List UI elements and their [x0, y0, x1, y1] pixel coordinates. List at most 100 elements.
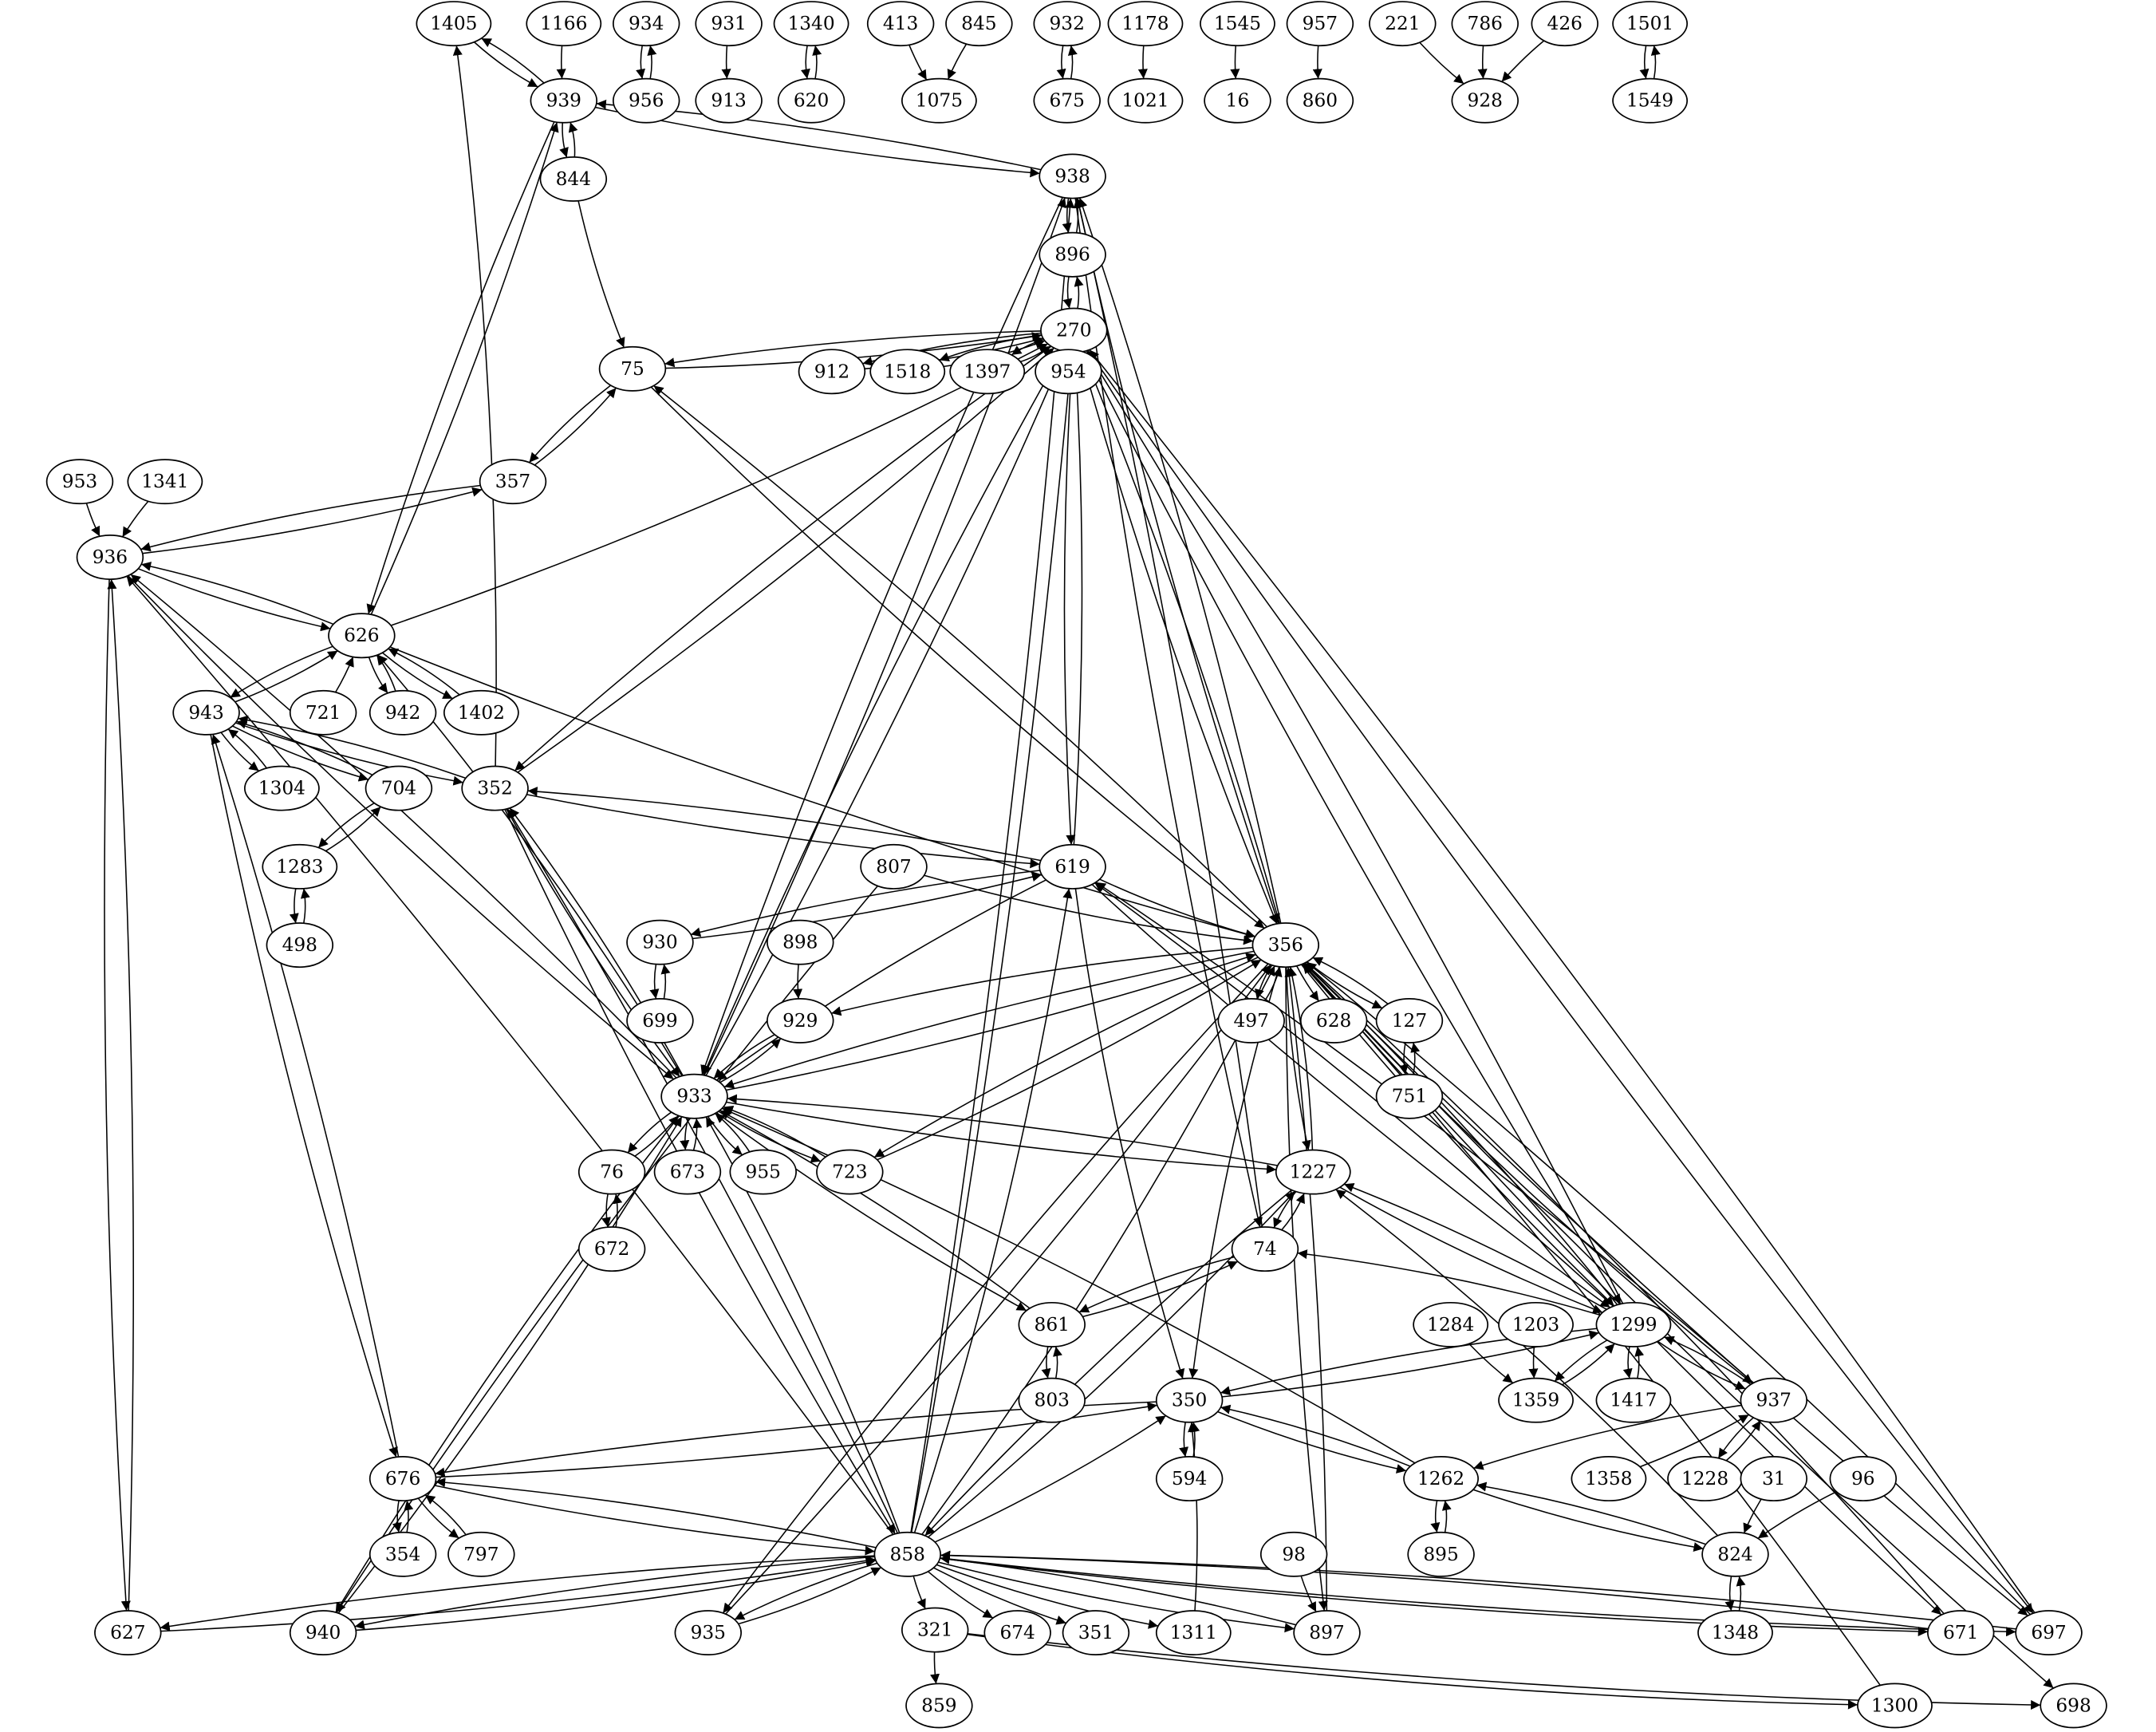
node-127[interactable]: 127	[1375, 997, 1444, 1044]
node-675[interactable]: 675	[1033, 77, 1101, 124]
node-1348[interactable]: 1348	[1697, 1610, 1773, 1655]
node-497[interactable]: 497	[1217, 997, 1285, 1044]
node-807[interactable]: 807	[860, 843, 928, 890]
node-1545[interactable]: 1545	[1200, 1, 1275, 47]
node-1501[interactable]: 1501	[1612, 1, 1689, 47]
node-860[interactable]: 860	[1286, 77, 1354, 124]
node-929[interactable]: 929	[767, 997, 834, 1044]
node-1178[interactable]: 1178	[1107, 1, 1184, 47]
node-356[interactable]: 356	[1251, 922, 1320, 969]
node-672[interactable]: 672	[577, 1226, 646, 1272]
node-930[interactable]: 930	[626, 919, 694, 965]
node-933[interactable]: 933	[660, 1073, 728, 1119]
node-797[interactable]: 797	[447, 1531, 515, 1577]
node-1075[interactable]: 1075	[901, 77, 977, 124]
node-671[interactable]: 671	[1926, 1610, 1995, 1655]
node-896[interactable]: 896	[1039, 231, 1106, 278]
node-858[interactable]: 858	[873, 1531, 941, 1577]
node-1166[interactable]: 1166	[526, 1, 602, 47]
node-31[interactable]: 31	[1740, 1456, 1808, 1501]
node-898[interactable]: 898	[767, 919, 834, 965]
node-928[interactable]: 928	[1451, 77, 1519, 124]
node-1340[interactable]: 1340	[773, 1, 849, 47]
node-673[interactable]: 673	[653, 1149, 722, 1195]
node-270[interactable]: 270	[1040, 307, 1108, 353]
node-98[interactable]: 98	[1259, 1531, 1328, 1577]
node-751[interactable]: 751	[1375, 1073, 1444, 1119]
node-861[interactable]: 861	[1018, 1301, 1086, 1347]
node-627[interactable]: 627	[94, 1610, 162, 1655]
node-1358[interactable]: 1358	[1571, 1456, 1647, 1501]
node-16[interactable]: 16	[1204, 77, 1271, 124]
node-350[interactable]: 350	[1155, 1377, 1224, 1423]
node-1405[interactable]: 1405	[416, 1, 492, 47]
node-937[interactable]: 937	[1740, 1377, 1808, 1423]
node-498[interactable]: 498	[266, 922, 334, 969]
node-628[interactable]: 628	[1299, 997, 1368, 1044]
node-939[interactable]: 939	[530, 77, 598, 124]
node-940[interactable]: 940	[289, 1610, 357, 1655]
node-935[interactable]: 935	[674, 1610, 743, 1655]
node-844[interactable]: 844	[539, 156, 608, 202]
node-859[interactable]: 859	[905, 1683, 973, 1729]
node-321[interactable]: 321	[901, 1607, 969, 1653]
node-943[interactable]: 943	[172, 689, 240, 736]
node-221[interactable]: 221	[1369, 1, 1437, 47]
node-76[interactable]: 76	[577, 1149, 646, 1195]
node-426[interactable]: 426	[1531, 1, 1598, 47]
node-786[interactable]: 786	[1451, 1, 1519, 47]
node-413[interactable]: 413	[866, 1, 935, 47]
node-357[interactable]: 357	[479, 459, 547, 505]
node-895[interactable]: 895	[1407, 1531, 1475, 1577]
node-354[interactable]: 354	[369, 1531, 437, 1577]
node-676[interactable]: 676	[369, 1456, 437, 1501]
node-1341[interactable]: 1341	[127, 459, 203, 505]
node-723[interactable]: 723	[816, 1149, 884, 1195]
node-75[interactable]: 75	[598, 345, 667, 392]
node-697[interactable]: 697	[2015, 1610, 2083, 1655]
node-96[interactable]: 96	[1829, 1456, 1898, 1501]
node-1283[interactable]: 1283	[262, 843, 338, 890]
node-913[interactable]: 913	[695, 77, 763, 124]
node-1518[interactable]: 1518	[869, 349, 946, 395]
node-1299[interactable]: 1299	[1595, 1301, 1672, 1347]
node-1417[interactable]: 1417	[1595, 1377, 1672, 1423]
node-698[interactable]: 698	[2040, 1683, 2107, 1729]
node-942[interactable]: 942	[369, 689, 437, 736]
node-1021[interactable]: 1021	[1107, 77, 1184, 124]
node-1304[interactable]: 1304	[243, 765, 320, 811]
node-352[interactable]: 352	[461, 765, 529, 811]
node-803[interactable]: 803	[1018, 1377, 1086, 1423]
node-938[interactable]: 938	[1039, 153, 1106, 199]
node-1227[interactable]: 1227	[1275, 1149, 1351, 1195]
node-1549[interactable]: 1549	[1612, 77, 1689, 124]
node-897[interactable]: 897	[1293, 1610, 1361, 1655]
node-931[interactable]: 931	[695, 1, 763, 47]
node-1311[interactable]: 1311	[1155, 1610, 1232, 1655]
node-1228[interactable]: 1228	[1667, 1456, 1743, 1501]
node-932[interactable]: 932	[1033, 1, 1101, 47]
node-1397[interactable]: 1397	[949, 349, 1026, 395]
node-699[interactable]: 699	[626, 997, 694, 1044]
node-594[interactable]: 594	[1155, 1456, 1224, 1501]
node-934[interactable]: 934	[612, 1, 680, 47]
node-956[interactable]: 956	[612, 77, 680, 124]
node-953[interactable]: 953	[45, 459, 114, 505]
node-1300[interactable]: 1300	[1857, 1683, 1933, 1729]
node-620[interactable]: 620	[777, 77, 845, 124]
node-351[interactable]: 351	[1062, 1610, 1130, 1655]
node-704[interactable]: 704	[365, 765, 433, 811]
node-626[interactable]: 626	[328, 613, 396, 659]
node-619[interactable]: 619	[1039, 843, 1106, 890]
node-845[interactable]: 845	[945, 1, 1013, 47]
node-955[interactable]: 955	[729, 1149, 797, 1195]
node-1203[interactable]: 1203	[1498, 1301, 1574, 1347]
node-957[interactable]: 957	[1286, 1, 1354, 47]
node-1262[interactable]: 1262	[1403, 1456, 1480, 1501]
node-721[interactable]: 721	[289, 689, 357, 736]
node-1359[interactable]: 1359	[1498, 1377, 1574, 1423]
node-824[interactable]: 824	[1701, 1531, 1769, 1577]
node-674[interactable]: 674	[983, 1610, 1051, 1655]
node-1402[interactable]: 1402	[443, 689, 519, 736]
node-912[interactable]: 912	[798, 349, 866, 395]
